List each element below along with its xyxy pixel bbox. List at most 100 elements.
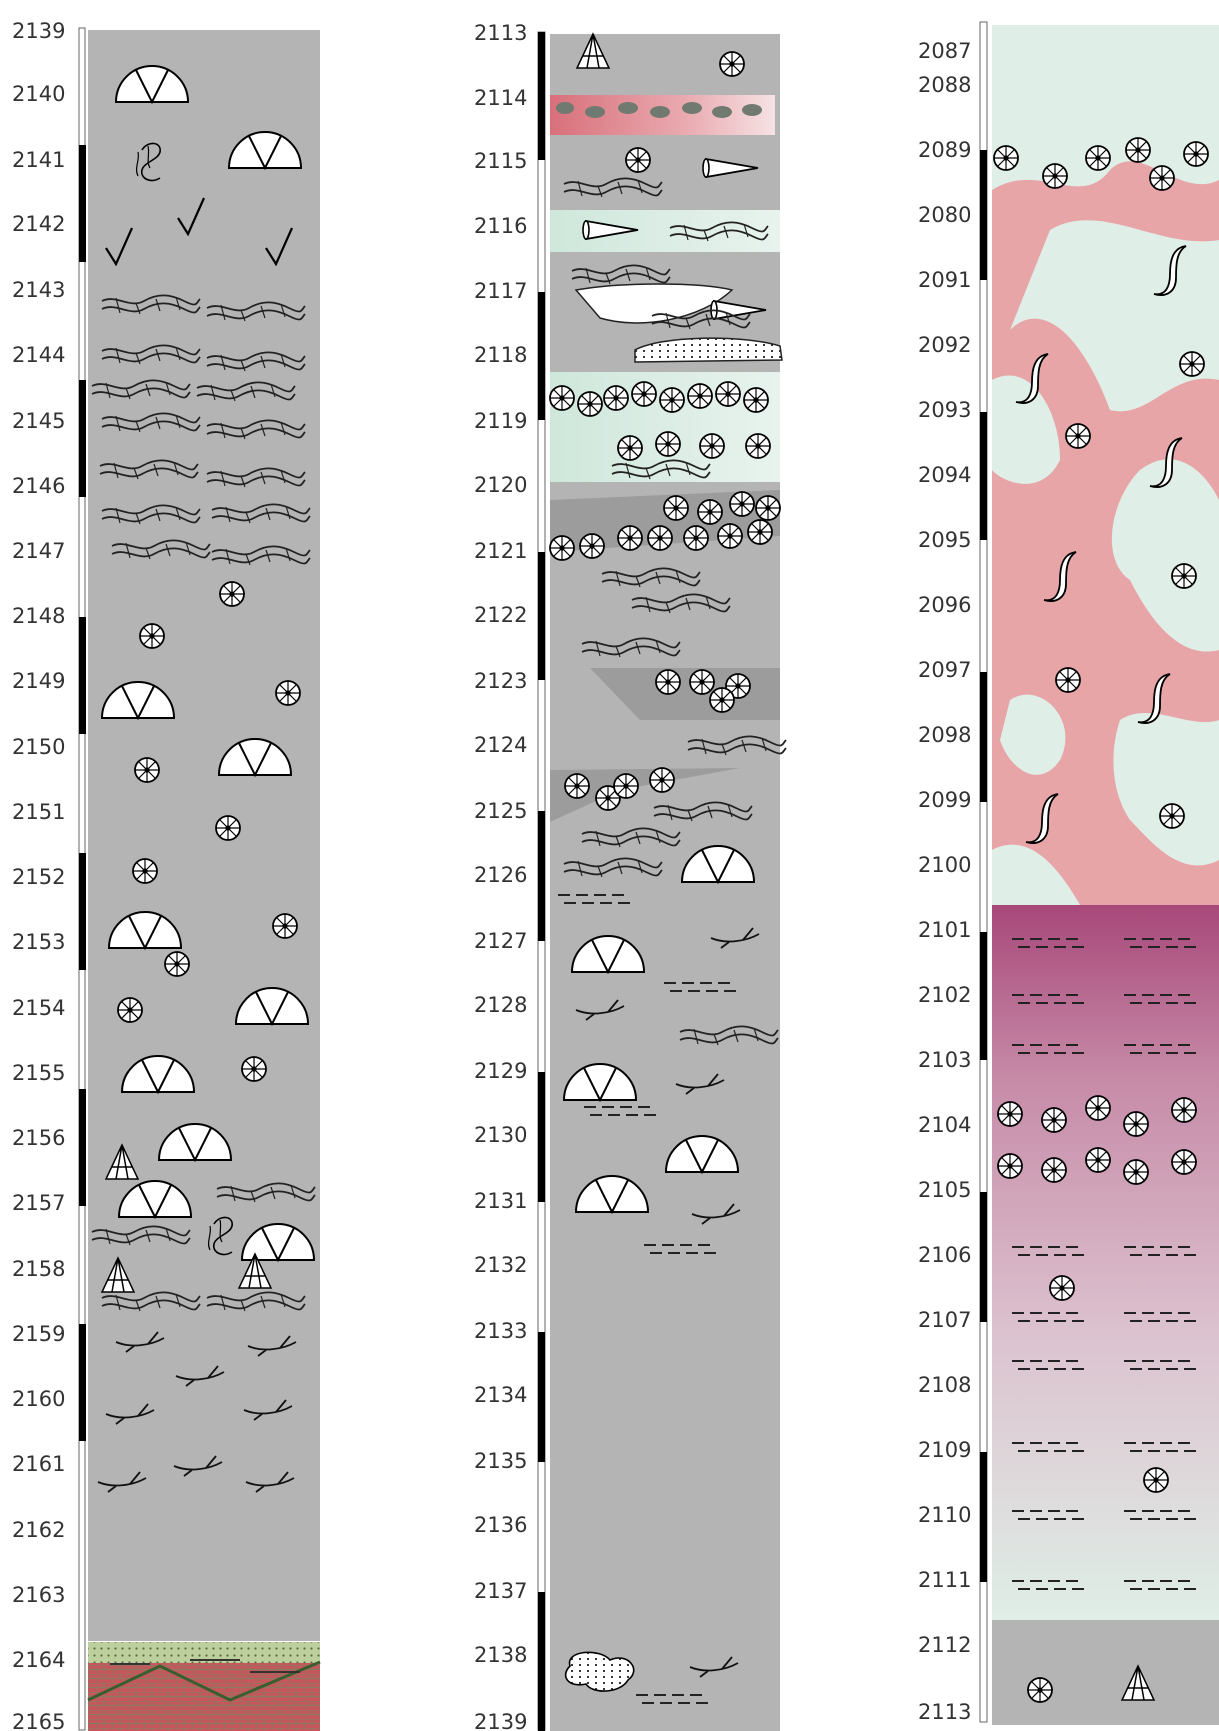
depth-label: 2121 <box>474 539 527 563</box>
depth-label: 2142 <box>12 212 65 236</box>
depth-label: 2092 <box>918 333 971 357</box>
grey-base-right <box>992 1620 1219 1725</box>
white-lens <box>574 283 734 324</box>
depth-label: 2111 <box>918 1568 971 1592</box>
depth-label: 2118 <box>474 343 527 367</box>
column-left: 2139 2140 2141 2142 2143 2144 2145 2146 … <box>12 19 321 1731</box>
depth-label: 2136 <box>474 1513 527 1537</box>
depth-label: 2156 <box>12 1126 65 1150</box>
depth-label: 2080 <box>918 203 971 227</box>
depth-label: 2120 <box>474 473 527 497</box>
depth-label: 2153 <box>12 930 65 954</box>
depth-label: 2144 <box>12 343 65 367</box>
depth-label: 2126 <box>474 863 527 887</box>
pale-green-mottles <box>992 25 1219 905</box>
depth-label: 2122 <box>474 603 527 627</box>
column-middle: 2113 2114 2115 2116 2117 2118 2119 2120 … <box>474 21 787 1731</box>
depth-label: 2112 <box>918 1633 971 1657</box>
depth-label: 2132 <box>474 1253 527 1277</box>
scale-bar-left <box>79 145 86 1441</box>
depth-label: 2100 <box>918 853 971 877</box>
depth-label: 2091 <box>918 268 971 292</box>
depth-label: 2097 <box>918 658 971 682</box>
depth-label: 2108 <box>918 1373 971 1397</box>
scale-bar-right <box>980 150 987 1582</box>
dotted-lens <box>634 337 783 363</box>
column-right: 2087 2088 2089 2080 2091 2092 2093 2094 … <box>918 21 1219 1725</box>
magenta-unit <box>992 905 1219 1620</box>
depth-label: 2104 <box>918 1113 971 1137</box>
lithology-brick-left <box>88 1663 320 1731</box>
depth-label: 2131 <box>474 1189 527 1213</box>
depth-label: 2099 <box>918 788 971 812</box>
depth-label: 2159 <box>12 1322 65 1346</box>
depth-label: 2094 <box>918 463 971 487</box>
depth-label: 2139 <box>12 19 65 43</box>
grey-lens-3 <box>550 768 740 822</box>
depth-label: 2145 <box>12 409 65 433</box>
depth-label: 2102 <box>918 983 971 1007</box>
scale-bar-middle <box>538 32 545 1731</box>
depth-label: 2087 <box>918 39 971 63</box>
depth-label: 2148 <box>12 604 65 628</box>
depth-labels-right: 2087 2088 2089 2080 2091 2092 2093 2094 … <box>918 39 971 1724</box>
depth-label: 2110 <box>918 1503 971 1527</box>
depth-label: 2109 <box>918 1438 971 1462</box>
depth-label: 2117 <box>474 279 527 303</box>
depth-label: 2155 <box>12 1061 65 1085</box>
depth-label: 2143 <box>12 278 65 302</box>
depth-label: 2119 <box>474 409 527 433</box>
depth-label: 2152 <box>12 865 65 889</box>
depth-label: 2147 <box>12 539 65 563</box>
depth-label: 2105 <box>918 1178 971 1202</box>
depth-label: 2125 <box>474 799 527 823</box>
depth-label: 2095 <box>918 528 971 552</box>
depth-label: 2115 <box>474 149 527 173</box>
depth-label: 2140 <box>12 82 65 106</box>
depth-label: 2133 <box>474 1319 527 1343</box>
depth-label: 2141 <box>12 148 65 172</box>
dotted-nodule <box>564 1651 635 1692</box>
depth-label: 2107 <box>918 1308 971 1332</box>
depth-label: 2128 <box>474 993 527 1017</box>
depth-label: 2158 <box>12 1257 65 1281</box>
depth-label: 2135 <box>474 1449 527 1473</box>
depth-label: 2137 <box>474 1579 527 1603</box>
depth-label: 2149 <box>12 669 65 693</box>
depth-labels-left: 2139 2140 2141 2142 2143 2144 2145 2146 … <box>12 19 65 1731</box>
depth-label: 2138 <box>474 1643 527 1667</box>
depth-label: 2096 <box>918 593 971 617</box>
depth-label: 2101 <box>918 918 971 942</box>
depth-label: 2093 <box>918 398 971 422</box>
depth-label: 2146 <box>12 474 65 498</box>
depth-label: 2154 <box>12 996 65 1020</box>
depth-label: 2134 <box>474 1383 527 1407</box>
depth-label: 2113 <box>474 21 527 45</box>
depth-label: 2165 <box>12 1710 65 1731</box>
depth-label: 2098 <box>918 723 971 747</box>
depth-label: 2130 <box>474 1123 527 1147</box>
depth-label: 2129 <box>474 1059 527 1083</box>
depth-label: 2157 <box>12 1191 65 1215</box>
depth-label: 2088 <box>918 73 971 97</box>
depth-label: 2114 <box>474 86 527 110</box>
depth-label: 2103 <box>918 1048 971 1072</box>
lithology-grey-left <box>88 30 320 1641</box>
depth-label: 2161 <box>12 1452 65 1476</box>
pale-green-band-2 <box>550 372 780 482</box>
depth-label: 2127 <box>474 929 527 953</box>
depth-label: 2113 <box>918 1700 971 1724</box>
depth-label: 2116 <box>474 214 527 238</box>
depth-label: 2162 <box>12 1518 65 1542</box>
depth-label: 2124 <box>474 733 527 757</box>
depth-labels-middle: 2113 2114 2115 2116 2117 2118 2119 2120 … <box>474 21 527 1731</box>
depth-label: 2139 <box>474 1710 527 1731</box>
depth-label: 2150 <box>12 735 65 759</box>
depth-label: 2089 <box>918 138 971 162</box>
depth-label: 2163 <box>12 1583 65 1607</box>
depth-label: 2106 <box>918 1243 971 1267</box>
depth-label: 2164 <box>12 1648 65 1672</box>
depth-label: 2123 <box>474 669 527 693</box>
depth-label: 2160 <box>12 1387 65 1411</box>
